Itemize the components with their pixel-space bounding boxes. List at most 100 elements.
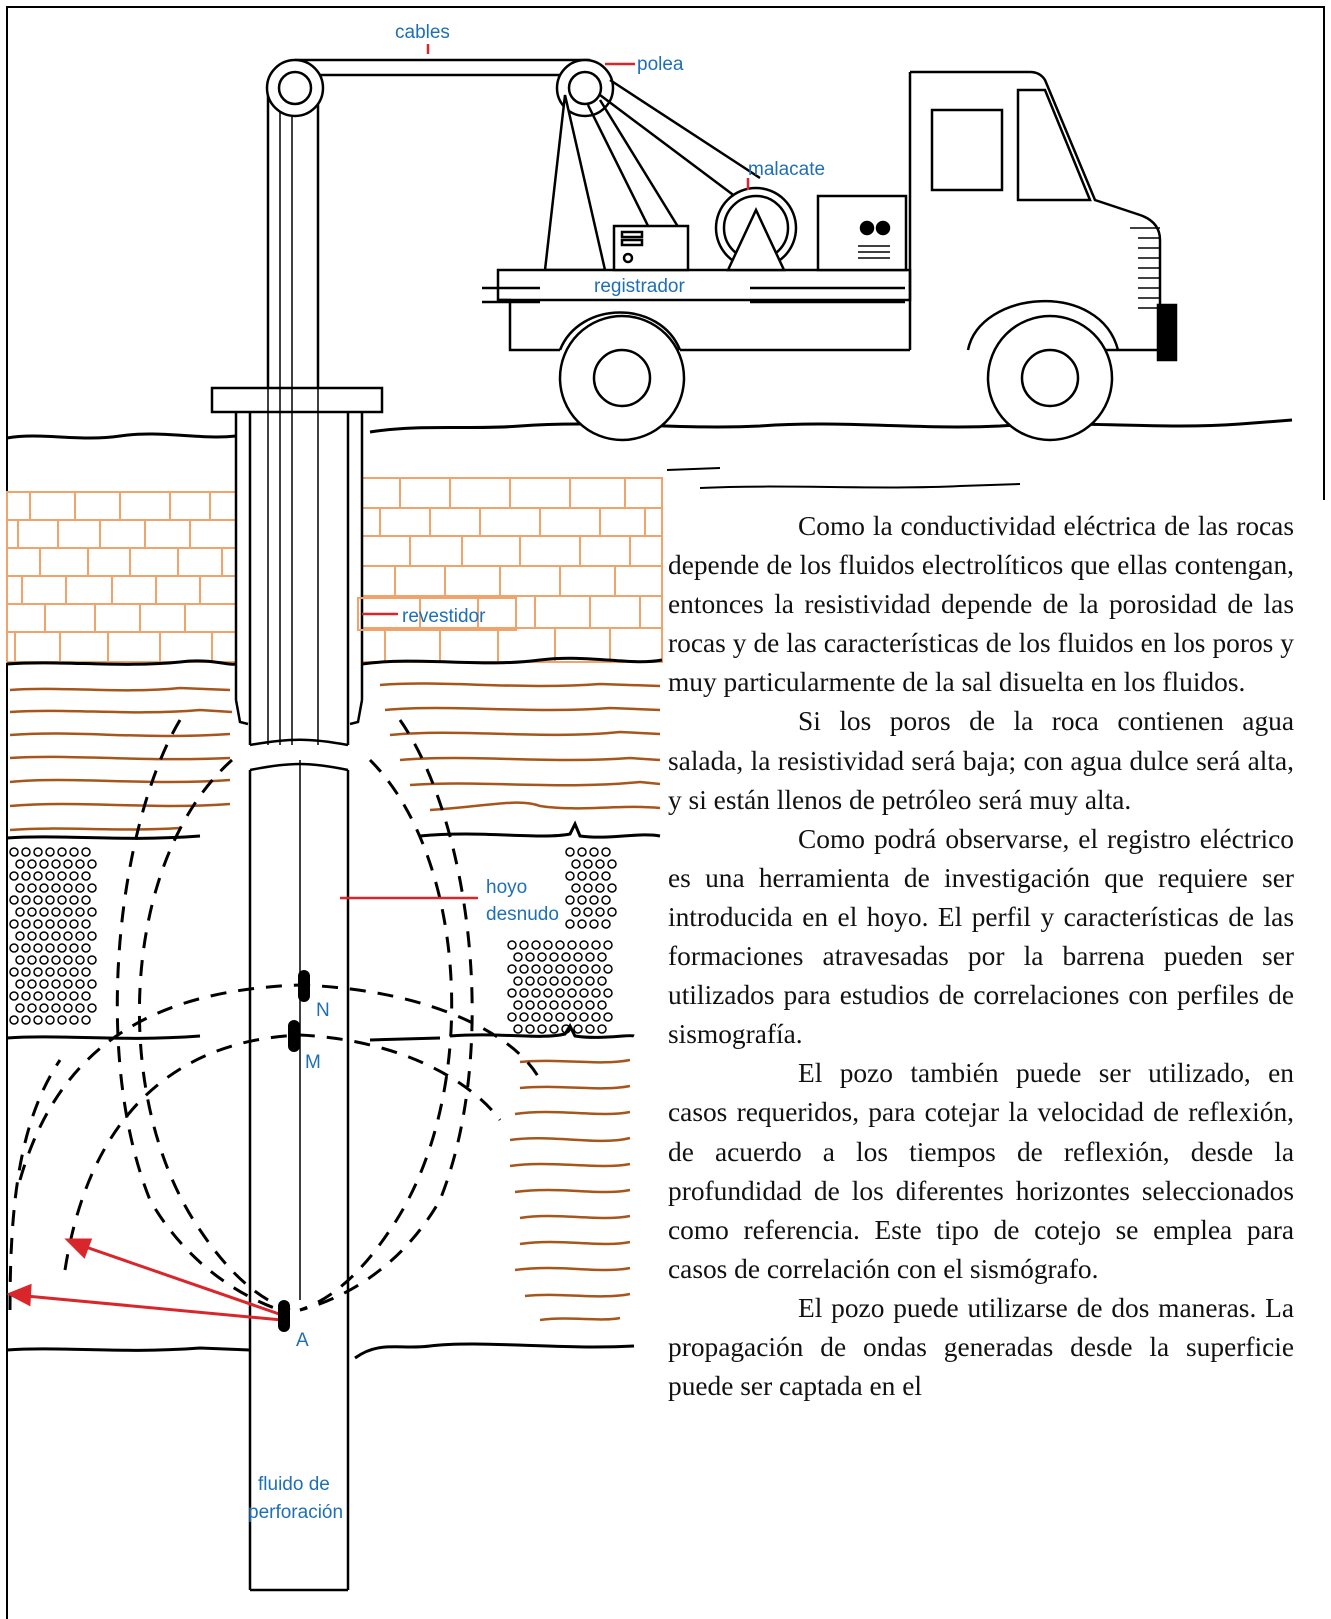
sand-grain xyxy=(81,895,91,905)
sand-grain xyxy=(45,967,55,977)
sand-grain xyxy=(577,847,587,857)
sand-grain xyxy=(75,955,85,965)
sand-grain xyxy=(15,859,25,869)
sand-grain xyxy=(519,940,529,950)
sand-grain xyxy=(555,940,565,950)
sand-grain xyxy=(591,1012,601,1022)
label-electrode-n: N xyxy=(316,1000,330,1021)
sand-grain xyxy=(45,871,55,881)
sand-grain xyxy=(549,976,559,986)
sandstone-layer-right xyxy=(507,847,617,1034)
sand-grain xyxy=(549,952,559,962)
sand-grain xyxy=(573,1024,583,1034)
sand-grain xyxy=(81,943,91,953)
sand-grain xyxy=(15,883,25,893)
sand-grain xyxy=(39,883,49,893)
sand-grain xyxy=(27,859,37,869)
sand-grain xyxy=(87,931,97,941)
sand-grain xyxy=(591,988,601,998)
sand-grain xyxy=(601,847,611,857)
sand-grain xyxy=(531,988,541,998)
sand-grain xyxy=(579,940,589,950)
sand-grain xyxy=(555,1012,565,1022)
sand-grain xyxy=(51,859,61,869)
sand-grain xyxy=(33,871,43,881)
shale-layer-upper xyxy=(9,682,661,832)
label-cables: cables xyxy=(395,22,450,43)
sand-grain xyxy=(9,967,19,977)
sand-grain xyxy=(39,907,49,917)
sand-grain xyxy=(543,964,553,974)
sand-grain xyxy=(33,847,43,857)
sand-grain xyxy=(583,883,593,893)
sand-grain xyxy=(27,1003,37,1013)
sand-grain xyxy=(525,1024,535,1034)
label-fluido: fluido de xyxy=(258,1474,330,1495)
label-desnudo: desnudo xyxy=(486,904,559,925)
sand-grain xyxy=(21,871,31,881)
sand-grain xyxy=(513,976,523,986)
sand-grain xyxy=(57,991,67,1001)
sand-grain xyxy=(9,991,19,1001)
sand-grain xyxy=(543,1012,553,1022)
sand-grain xyxy=(81,871,91,881)
sand-grain xyxy=(589,919,599,929)
sand-grain xyxy=(27,979,37,989)
sand-grain xyxy=(27,931,37,941)
sand-grain xyxy=(519,964,529,974)
sand-grain xyxy=(537,1024,547,1034)
paragraph-conductividad: Como la conductividad eléctrica de las r… xyxy=(668,511,1294,698)
sand-grain xyxy=(565,871,575,881)
sand-grain xyxy=(577,895,587,905)
sand-grain xyxy=(537,1000,547,1010)
sand-grain xyxy=(543,940,553,950)
sand-grain xyxy=(585,976,595,986)
sand-grain xyxy=(21,967,31,977)
sand-grain xyxy=(571,883,581,893)
sand-grain xyxy=(81,1015,91,1025)
sand-grain xyxy=(513,1024,523,1034)
sand-grain xyxy=(507,940,517,950)
sand-grain xyxy=(21,919,31,929)
sand-grain xyxy=(57,847,67,857)
sand-grain xyxy=(69,895,79,905)
sand-grain xyxy=(75,883,85,893)
sand-grain xyxy=(561,952,571,962)
sand-grain xyxy=(75,859,85,869)
sand-grain xyxy=(51,907,61,917)
sand-grain xyxy=(9,871,19,881)
current-field-lines xyxy=(8,719,542,1312)
sand-grain xyxy=(589,895,599,905)
sand-grain xyxy=(21,895,31,905)
sand-grain xyxy=(39,859,49,869)
sand-grain xyxy=(57,871,67,881)
sand-grain xyxy=(39,931,49,941)
sand-grain xyxy=(577,871,587,881)
sand-grain xyxy=(27,907,37,917)
sand-grain xyxy=(591,940,601,950)
label-electrode-a: A xyxy=(296,1330,309,1351)
sand-grain xyxy=(27,955,37,965)
sand-grain xyxy=(39,955,49,965)
sand-grain xyxy=(87,907,97,917)
sand-grain xyxy=(601,919,611,929)
sand-grain xyxy=(63,883,73,893)
page-frame xyxy=(6,6,1325,1619)
sand-grain xyxy=(33,895,43,905)
sand-grain xyxy=(597,1000,607,1010)
sand-grain xyxy=(549,1024,559,1034)
sand-grain xyxy=(63,955,73,965)
sand-grain xyxy=(603,940,613,950)
sand-grain xyxy=(573,952,583,962)
sand-grain xyxy=(9,1015,19,1025)
sand-grain xyxy=(561,976,571,986)
sand-grain xyxy=(525,1000,535,1010)
sand-grain xyxy=(57,919,67,929)
sand-grain xyxy=(69,847,79,857)
sand-grain xyxy=(507,964,517,974)
sand-grain xyxy=(607,859,617,869)
sand-grain xyxy=(579,964,589,974)
sand-grain xyxy=(87,979,97,989)
sand-grain xyxy=(87,955,97,965)
sand-grain xyxy=(51,883,61,893)
